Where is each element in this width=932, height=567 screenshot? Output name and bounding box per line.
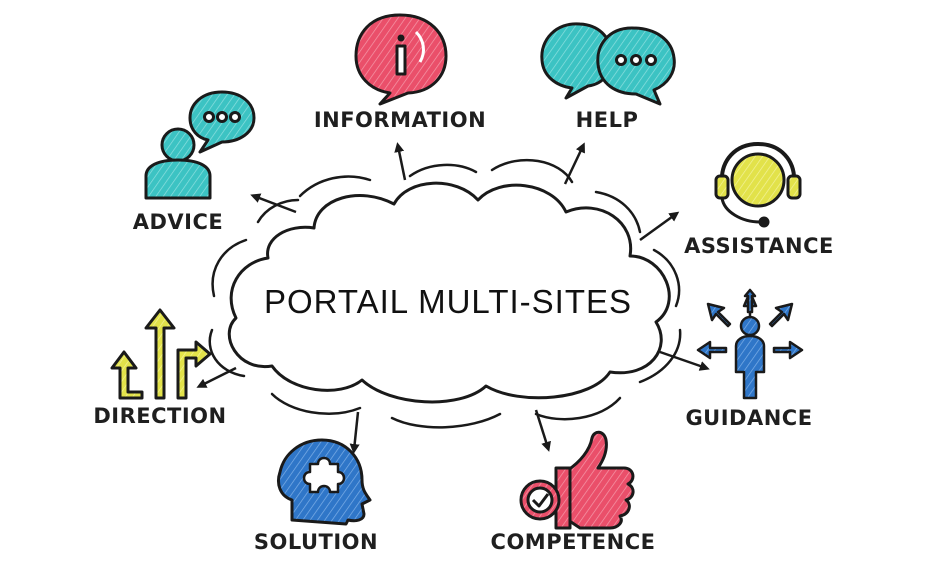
arrow-advice xyxy=(250,193,297,214)
arrow-direction xyxy=(196,366,237,388)
label-direction: DIRECTION xyxy=(93,404,227,428)
label-guidance: GUIDANCE xyxy=(685,406,813,430)
arrows-up-icon xyxy=(110,308,212,400)
center-cloud xyxy=(227,181,671,404)
person-speech-icon xyxy=(144,90,256,200)
arrow-information xyxy=(394,142,407,181)
info-speech-bubble-icon xyxy=(354,13,448,106)
label-solution: SOLUTION xyxy=(253,530,379,554)
head-puzzle-icon xyxy=(277,438,372,526)
arrow-assistance xyxy=(639,211,680,242)
headset-icon xyxy=(714,142,802,228)
label-information: INFORMATION xyxy=(313,108,487,132)
person-arrows-icon xyxy=(696,288,804,400)
connector-arrows xyxy=(196,142,710,454)
arrow-solution xyxy=(349,411,360,454)
thumbs-up-check-icon xyxy=(519,430,635,530)
arrow-guidance xyxy=(659,350,710,371)
label-advice: ADVICE xyxy=(132,210,224,234)
chat-bubbles-icon xyxy=(540,22,676,106)
label-assistance: ASSISTANCE xyxy=(684,234,834,258)
arrow-competence xyxy=(534,409,551,452)
label-help: HELP xyxy=(575,108,639,132)
center-title: PORTAIL MULTI-SITES xyxy=(264,283,632,320)
label-competence: COMPETENCE xyxy=(490,530,656,554)
arrow-help xyxy=(563,142,585,185)
